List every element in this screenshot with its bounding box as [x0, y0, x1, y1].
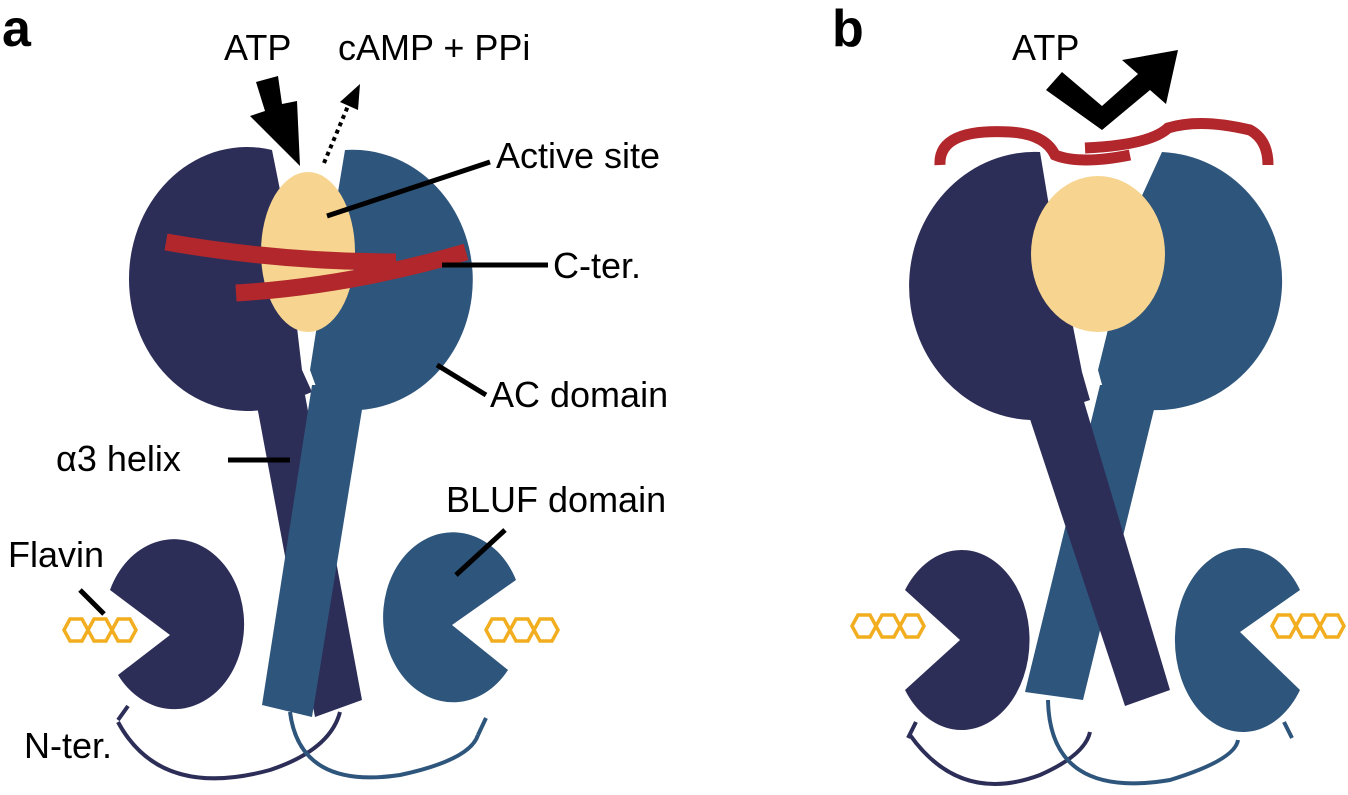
- c-terminus-light-b: [1084, 118, 1274, 166]
- n-ter-linker-dark: [116, 711, 342, 781]
- panel-b: b ATP: [832, 0, 1346, 786]
- products-label: cAMP + PPi: [338, 27, 530, 68]
- atp-label-b: ATP: [1012, 27, 1079, 68]
- bluf-domain-dark: [110, 539, 245, 710]
- n-ter-linker-light: [288, 711, 480, 780]
- n-ter-label: N-ter.: [24, 725, 112, 766]
- panel-a: a ATP c: [2, 0, 668, 781]
- ac-domain-dark: [128, 147, 312, 412]
- bent-arrow-icon: [1046, 50, 1178, 130]
- alpha3-helix-light: [262, 385, 366, 717]
- c-terminus-dark: [164, 233, 397, 271]
- atp-arrow-icon: [250, 76, 300, 166]
- active-site-label: Active site: [496, 135, 660, 176]
- bluf-domain-dark-b: [905, 550, 1030, 730]
- flavin-label: Flavin: [8, 534, 104, 575]
- c-terminus-light: [235, 243, 469, 302]
- n-ter-linker-light-b: [1046, 699, 1240, 786]
- product-arrow-shaft: [322, 105, 350, 164]
- bluf-domain-light-b: [1174, 548, 1300, 732]
- active-site-b: [1031, 176, 1165, 332]
- flavin-right-b: [1270, 613, 1346, 639]
- dotted-arrow-icon: [340, 84, 360, 110]
- n-ter-stub-right-b: [1282, 721, 1294, 739]
- n-ter-stub-right: [476, 717, 488, 736]
- helix-label: α3 helix: [56, 438, 181, 479]
- ac-domain-light: [310, 149, 473, 410]
- bluf-domain-label: BLUF domain: [446, 479, 666, 520]
- n-ter-stub-b: [906, 721, 918, 739]
- c-terminus-dark-b: [934, 126, 1132, 166]
- n-ter-linker-dark-b: [908, 731, 1092, 786]
- flavin-left-b: [850, 613, 926, 639]
- atp-label: ATP: [224, 27, 291, 68]
- ac-domain-leader: [435, 362, 488, 398]
- ac-domain-label: AC domain: [490, 374, 668, 415]
- n-ter-stub: [116, 704, 130, 722]
- alpha3-helix-dark-b: [1022, 395, 1170, 706]
- c-ter-label: C-ter.: [553, 245, 641, 286]
- flavin-leader: [78, 588, 106, 616]
- panel-a-letter: a: [2, 0, 32, 58]
- panel-b-letter: b: [832, 0, 864, 58]
- bluf-domain-light: [383, 532, 516, 703]
- active-site-leader: [326, 159, 491, 219]
- flavin-left: [62, 617, 138, 643]
- flavin-right: [484, 617, 560, 643]
- bluf-leader: [454, 528, 507, 577]
